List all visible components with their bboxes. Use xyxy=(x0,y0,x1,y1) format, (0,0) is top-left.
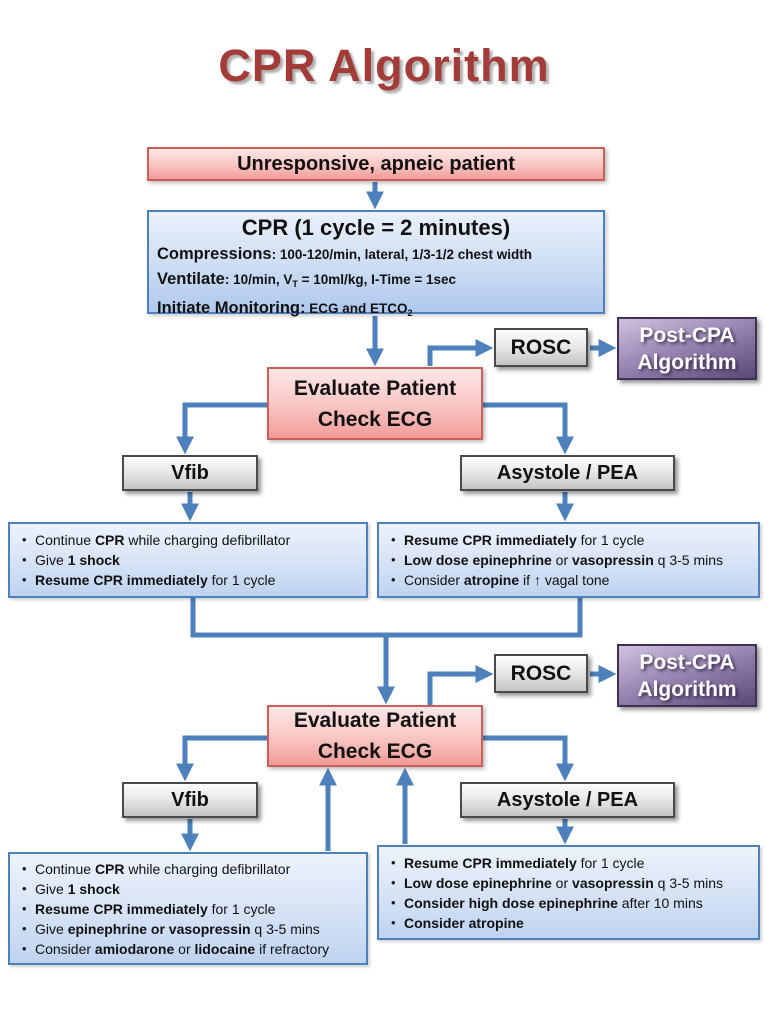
connector-evaluate2-to-rosc2 xyxy=(427,665,494,705)
cpr-compressions-line: Compressions: 100-120/min, lateral, 1/3-… xyxy=(157,245,532,263)
action-item: Resume CPR immediately for 1 cycle xyxy=(20,570,360,590)
action-item: Consider high dose epinephrine after 10 … xyxy=(389,893,752,913)
node-evaluate-patient-2: Evaluate Patient Check ECG xyxy=(267,705,483,767)
node-asystole-pea-1: Asystole / PEA xyxy=(460,455,675,491)
cpr-ventilate-line: Ventilate: 10/min, VT = 10ml/kg, I-Time … xyxy=(157,270,456,289)
asystole-actions-list-2: Resume CPR immediately for 1 cycleLow do… xyxy=(377,845,760,940)
connector-actions-merge xyxy=(190,598,583,638)
connector-evaluate1-to-rosc1 xyxy=(427,339,494,366)
action-item: Low dose epinephrine or vasopressin q 3-… xyxy=(389,550,752,570)
page-title: CPR Algorithm xyxy=(218,40,550,91)
action-item: Resume CPR immediately for 1 cycle xyxy=(389,853,752,873)
connector-evaluate1-to-vfib1 xyxy=(176,402,267,455)
action-item: Give 1 shock xyxy=(20,879,360,899)
post-cpa-line-2: Algorithm xyxy=(637,350,737,374)
action-item: Consider atropine xyxy=(389,913,752,933)
connector-evaluate1-to-asystole1 xyxy=(483,402,574,455)
node-post-cpa-algorithm-1: Post-CPA Algorithm xyxy=(617,317,757,380)
node-post-cpa-algorithm-2: Post-CPA Algorithm xyxy=(617,644,757,707)
evaluate-line-1: Evaluate Patient xyxy=(293,709,457,732)
node-vfib-1: Vfib xyxy=(122,455,258,491)
vfib-actions-list-1: Continue CPR while charging defibrillato… xyxy=(8,522,368,598)
node-rosc-2: ROSC xyxy=(494,654,588,693)
node-cpr-instructions: CPR (1 cycle = 2 minutes) Compressions: … xyxy=(147,210,605,318)
connector-evaluate2-to-asystole2 xyxy=(483,735,574,782)
action-item: Low dose epinephrine or vasopressin q 3-… xyxy=(389,873,752,893)
evaluate-line-2: Check ECG xyxy=(317,407,433,431)
action-item: Give 1 shock xyxy=(20,550,360,570)
node-evaluate-patient-1: Evaluate Patient Check ECG xyxy=(267,367,483,440)
post-cpa-line-1: Post-CPA xyxy=(639,650,735,674)
evaluate-line-2: Check ECG xyxy=(317,740,433,763)
cpr-heading: CPR (1 cycle = 2 minutes) xyxy=(241,215,511,240)
node-vfib-2: Vfib xyxy=(122,782,258,818)
action-item: Resume CPR immediately for 1 cycle xyxy=(389,530,752,550)
asystole-actions-list-1: Resume CPR immediately for 1 cycleLow do… xyxy=(377,522,760,598)
node-rosc-1: ROSC xyxy=(494,328,588,367)
node-unresponsive-patient: Unresponsive, apneic patient xyxy=(147,147,605,181)
action-item: Resume CPR immediately for 1 cycle xyxy=(20,899,360,919)
vfib-actions-list-2: Continue CPR while charging defibrillato… xyxy=(8,852,368,965)
action-item: Continue CPR while charging defibrillato… xyxy=(20,530,360,550)
action-item: Consider atropine if ↑ vagal tone xyxy=(389,570,752,590)
evaluate-line-1: Evaluate Patient xyxy=(293,376,457,400)
post-cpa-line-2: Algorithm xyxy=(637,677,737,701)
action-item: Consider amiodarone or lidocaine if refr… xyxy=(20,939,360,959)
post-cpa-line-1: Post-CPA xyxy=(639,323,735,347)
connector-evaluate2-to-vfib2 xyxy=(176,735,267,782)
node-asystole-pea-2: Asystole / PEA xyxy=(460,782,675,818)
action-item: Give epinephrine or vasopressin q 3-5 mi… xyxy=(20,919,360,939)
cpr-monitoring-line: Initiate Monitoring: ECG and ETCO2 xyxy=(157,299,413,318)
action-item: Continue CPR while charging defibrillato… xyxy=(20,859,360,879)
